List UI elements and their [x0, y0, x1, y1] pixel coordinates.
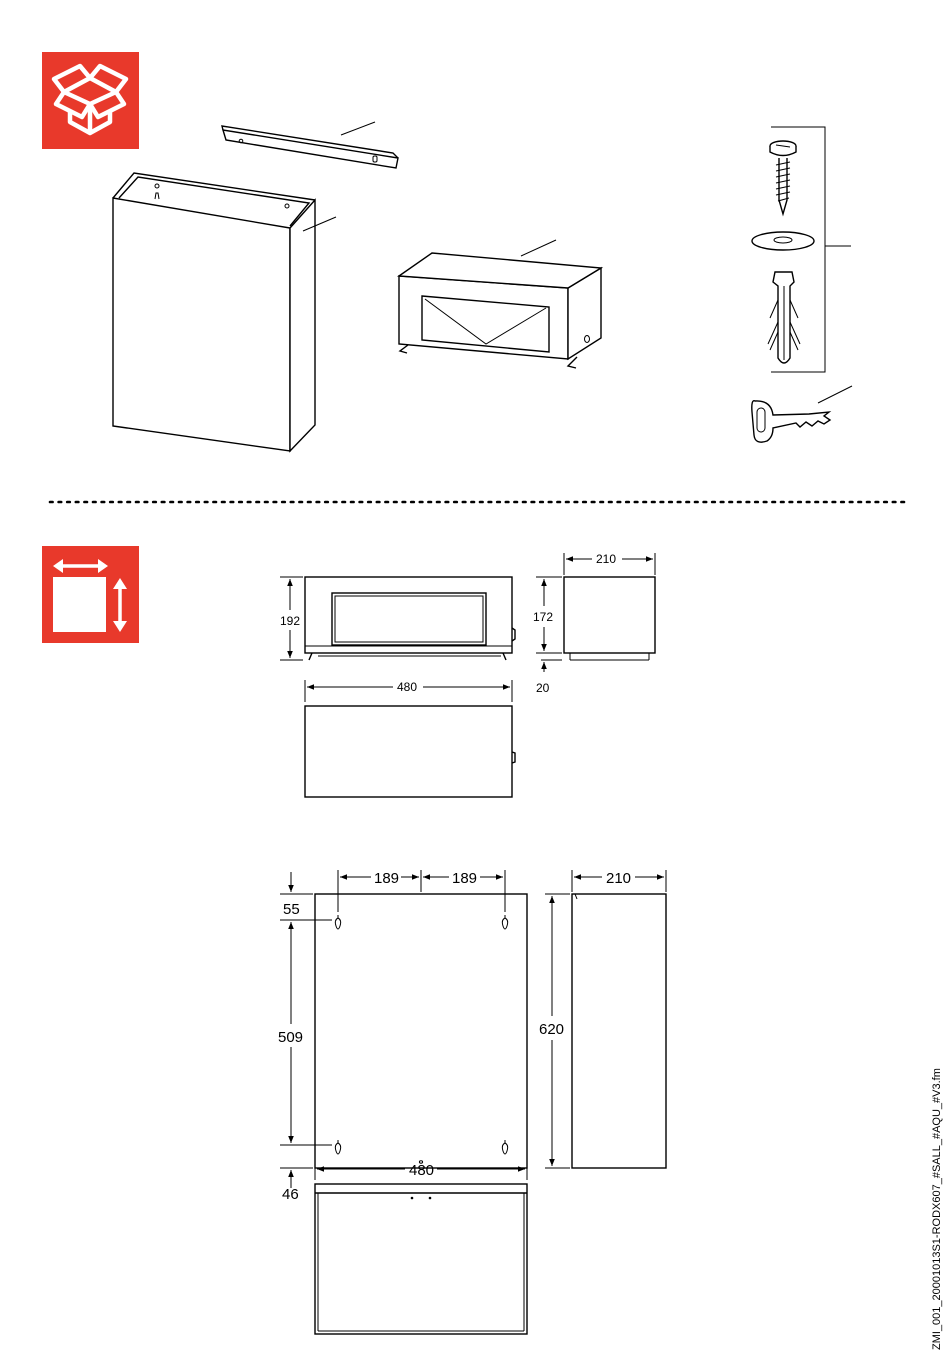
dispenser-side-view [564, 577, 655, 660]
dispenser-height-label: 192 [280, 614, 300, 628]
bin-height-dimension: 620 [539, 894, 570, 1168]
dispenser-body-height-label: 172 [533, 610, 553, 624]
bin-width-label: 480 [409, 1162, 434, 1179]
bin-side-view [572, 894, 666, 1168]
bin-depth-label: 210 [606, 870, 631, 887]
washer [752, 232, 814, 250]
open-box-icon [42, 52, 139, 149]
bin-depth-dimension: 210 [572, 870, 666, 892]
dispenser-top-view [305, 706, 515, 797]
dispenser-height-dimension: 192 [280, 577, 303, 660]
wall-plug [768, 272, 800, 363]
dispenser-front-view [305, 577, 515, 660]
screw [770, 141, 796, 214]
dispenser-width-dimension: 480 [305, 680, 512, 702]
bin-housing [113, 173, 336, 451]
bin-hole-spacing-label: 509 [278, 1029, 303, 1046]
dispenser-depth-label: 210 [596, 552, 616, 566]
bin-height-label: 620 [539, 1021, 564, 1038]
wall-rail [222, 122, 398, 168]
bin-offset-right-label: 189 [452, 870, 477, 887]
dispenser-depth-dimension: 210 [564, 552, 655, 575]
dispenser-feet-label: 20 [536, 681, 550, 695]
bin-bottom-offset-label: 46 [282, 1186, 299, 1203]
bin-top-view [315, 1184, 527, 1334]
key-icon [752, 386, 852, 442]
bin-top-offset-label: 55 [283, 901, 300, 918]
bin-offset-left-label: 189 [374, 870, 399, 887]
file-reference: ZMI_001_20001013S1-RODX607_#SALL_#AQU_#V… [931, 1068, 943, 1350]
dispenser-body-height-dimension: 172 20 [533, 577, 562, 695]
dispenser-width-label: 480 [397, 680, 417, 694]
dispenser-unit [399, 240, 601, 368]
dimensions-icon [42, 546, 139, 643]
bin-front-view [315, 894, 527, 1168]
